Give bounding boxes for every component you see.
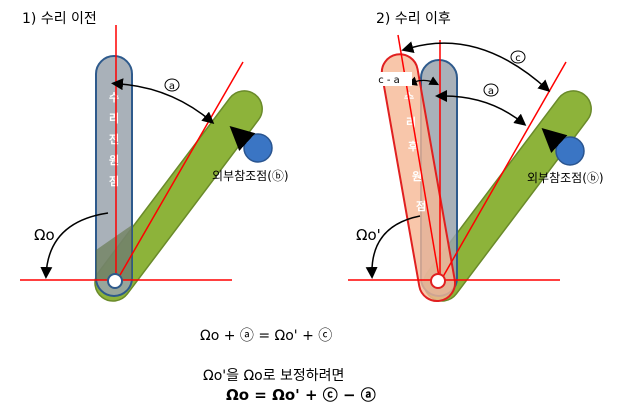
external-ref-point-before — [243, 133, 273, 163]
external-point-label-before: 외부참조점(ⓑ) — [212, 169, 289, 183]
svg-text:a: a — [488, 86, 494, 97]
arc-c-minus-a-after — [407, 76, 440, 86]
svg-text:c - a: c - a — [378, 75, 400, 86]
external-point-label-after: 외부참조점(ⓑ) — [527, 171, 604, 185]
angle-arc-after — [365, 215, 421, 279]
panel-after: 수 리 후 원 점 c c - a a — [348, 34, 592, 302]
pivot-after — [430, 273, 446, 289]
svg-text:수: 수 — [109, 91, 119, 104]
svg-text:리: 리 — [109, 111, 119, 125]
svg-text:원: 원 — [412, 169, 422, 183]
svg-text:a: a — [169, 81, 175, 92]
svg-text:점: 점 — [109, 174, 119, 188]
external-ref-point-after — [555, 136, 585, 166]
formula-line-1: Ωo + ⓐ = Ωo' + ⓒ — [200, 328, 333, 344]
angle-arc-before — [40, 212, 109, 279]
arc-a-before — [111, 78, 215, 124]
panel-before: 수 리 전 원 점 a — [20, 25, 273, 302]
panel-before-title: 1) 수리 이전 — [22, 11, 97, 27]
angle-label-before: Ωo — [34, 226, 55, 244]
formula-line-3: Ωo = Ωo' + ⓒ − ⓐ — [226, 386, 376, 404]
svg-text:전: 전 — [109, 132, 119, 146]
arm-axis-before — [115, 61, 244, 283]
svg-text:원: 원 — [109, 153, 119, 167]
svg-text:후: 후 — [408, 139, 418, 153]
orange-arm-after — [380, 53, 456, 302]
arm-axis-after — [439, 61, 567, 283]
formula-line-2: Ωo'을 Ωo로 보정하려면 — [203, 368, 345, 384]
panel-after-title: 2) 수리 이후 — [376, 11, 451, 27]
pivot-before — [107, 273, 123, 289]
arc-c-after — [401, 41, 551, 93]
svg-text:c: c — [515, 53, 521, 64]
green-arm-before — [94, 90, 263, 302]
angle-label-after: Ωo' — [356, 226, 381, 244]
svg-text:리: 리 — [406, 115, 416, 129]
svg-text:점: 점 — [416, 199, 426, 213]
arc-a-after — [435, 90, 527, 126]
